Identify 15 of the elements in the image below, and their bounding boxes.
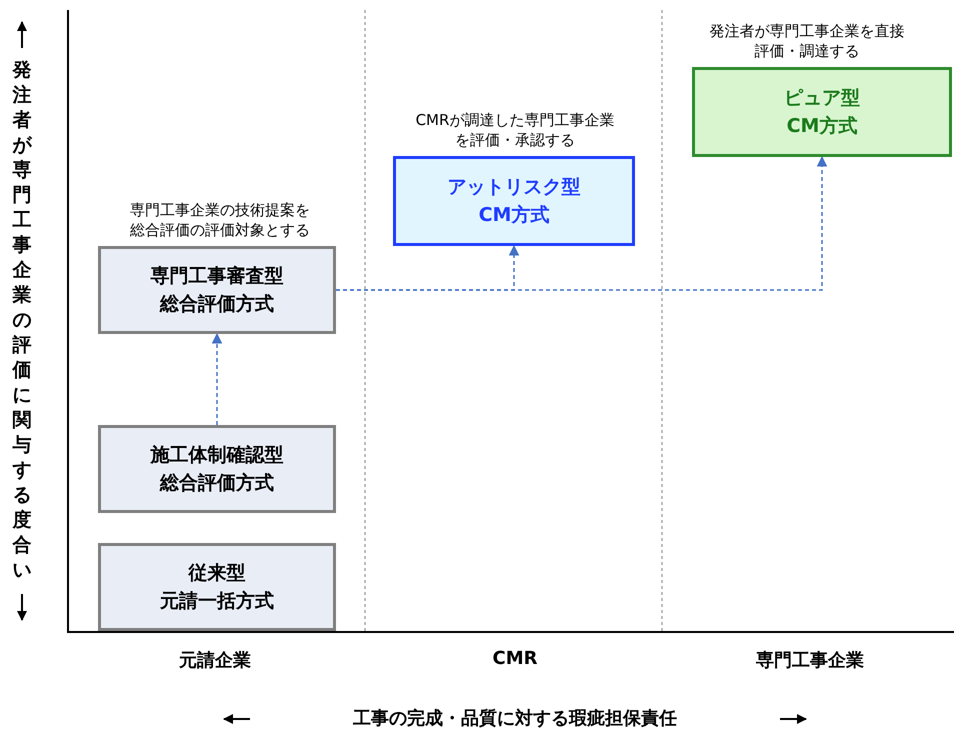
axis-label: 発注者が専門工事企業の評価に関与する度合い xyxy=(11,58,33,583)
note-text: 発注者が専門工事企業を直接評価・調達する xyxy=(708,21,906,61)
arrow xyxy=(336,156,828,291)
box-label: 施工体制確認型総合評価方式 xyxy=(149,443,284,496)
box-label: 専門工事審査型総合評価方式 xyxy=(150,264,284,317)
axis-category: CMR xyxy=(492,648,538,669)
box-label: 従来型元請一括方式 xyxy=(159,561,275,614)
note-text: 専門工事企業の技術提案を総合評価の評価対象とする xyxy=(129,200,311,240)
axis-category: 専門工事企業 xyxy=(755,649,865,672)
box-label: アットリスク型CM方式 xyxy=(446,175,582,228)
axis-category: 元請企業 xyxy=(178,649,252,672)
note-text: CMRが調達した専門工事企業を評価・承認する xyxy=(414,110,616,150)
arrow xyxy=(212,332,222,425)
axis-label: 工事の完成・品質に対する瑕疵担保責任 xyxy=(352,707,678,730)
box-label: ピュア型CM方式 xyxy=(783,86,861,139)
